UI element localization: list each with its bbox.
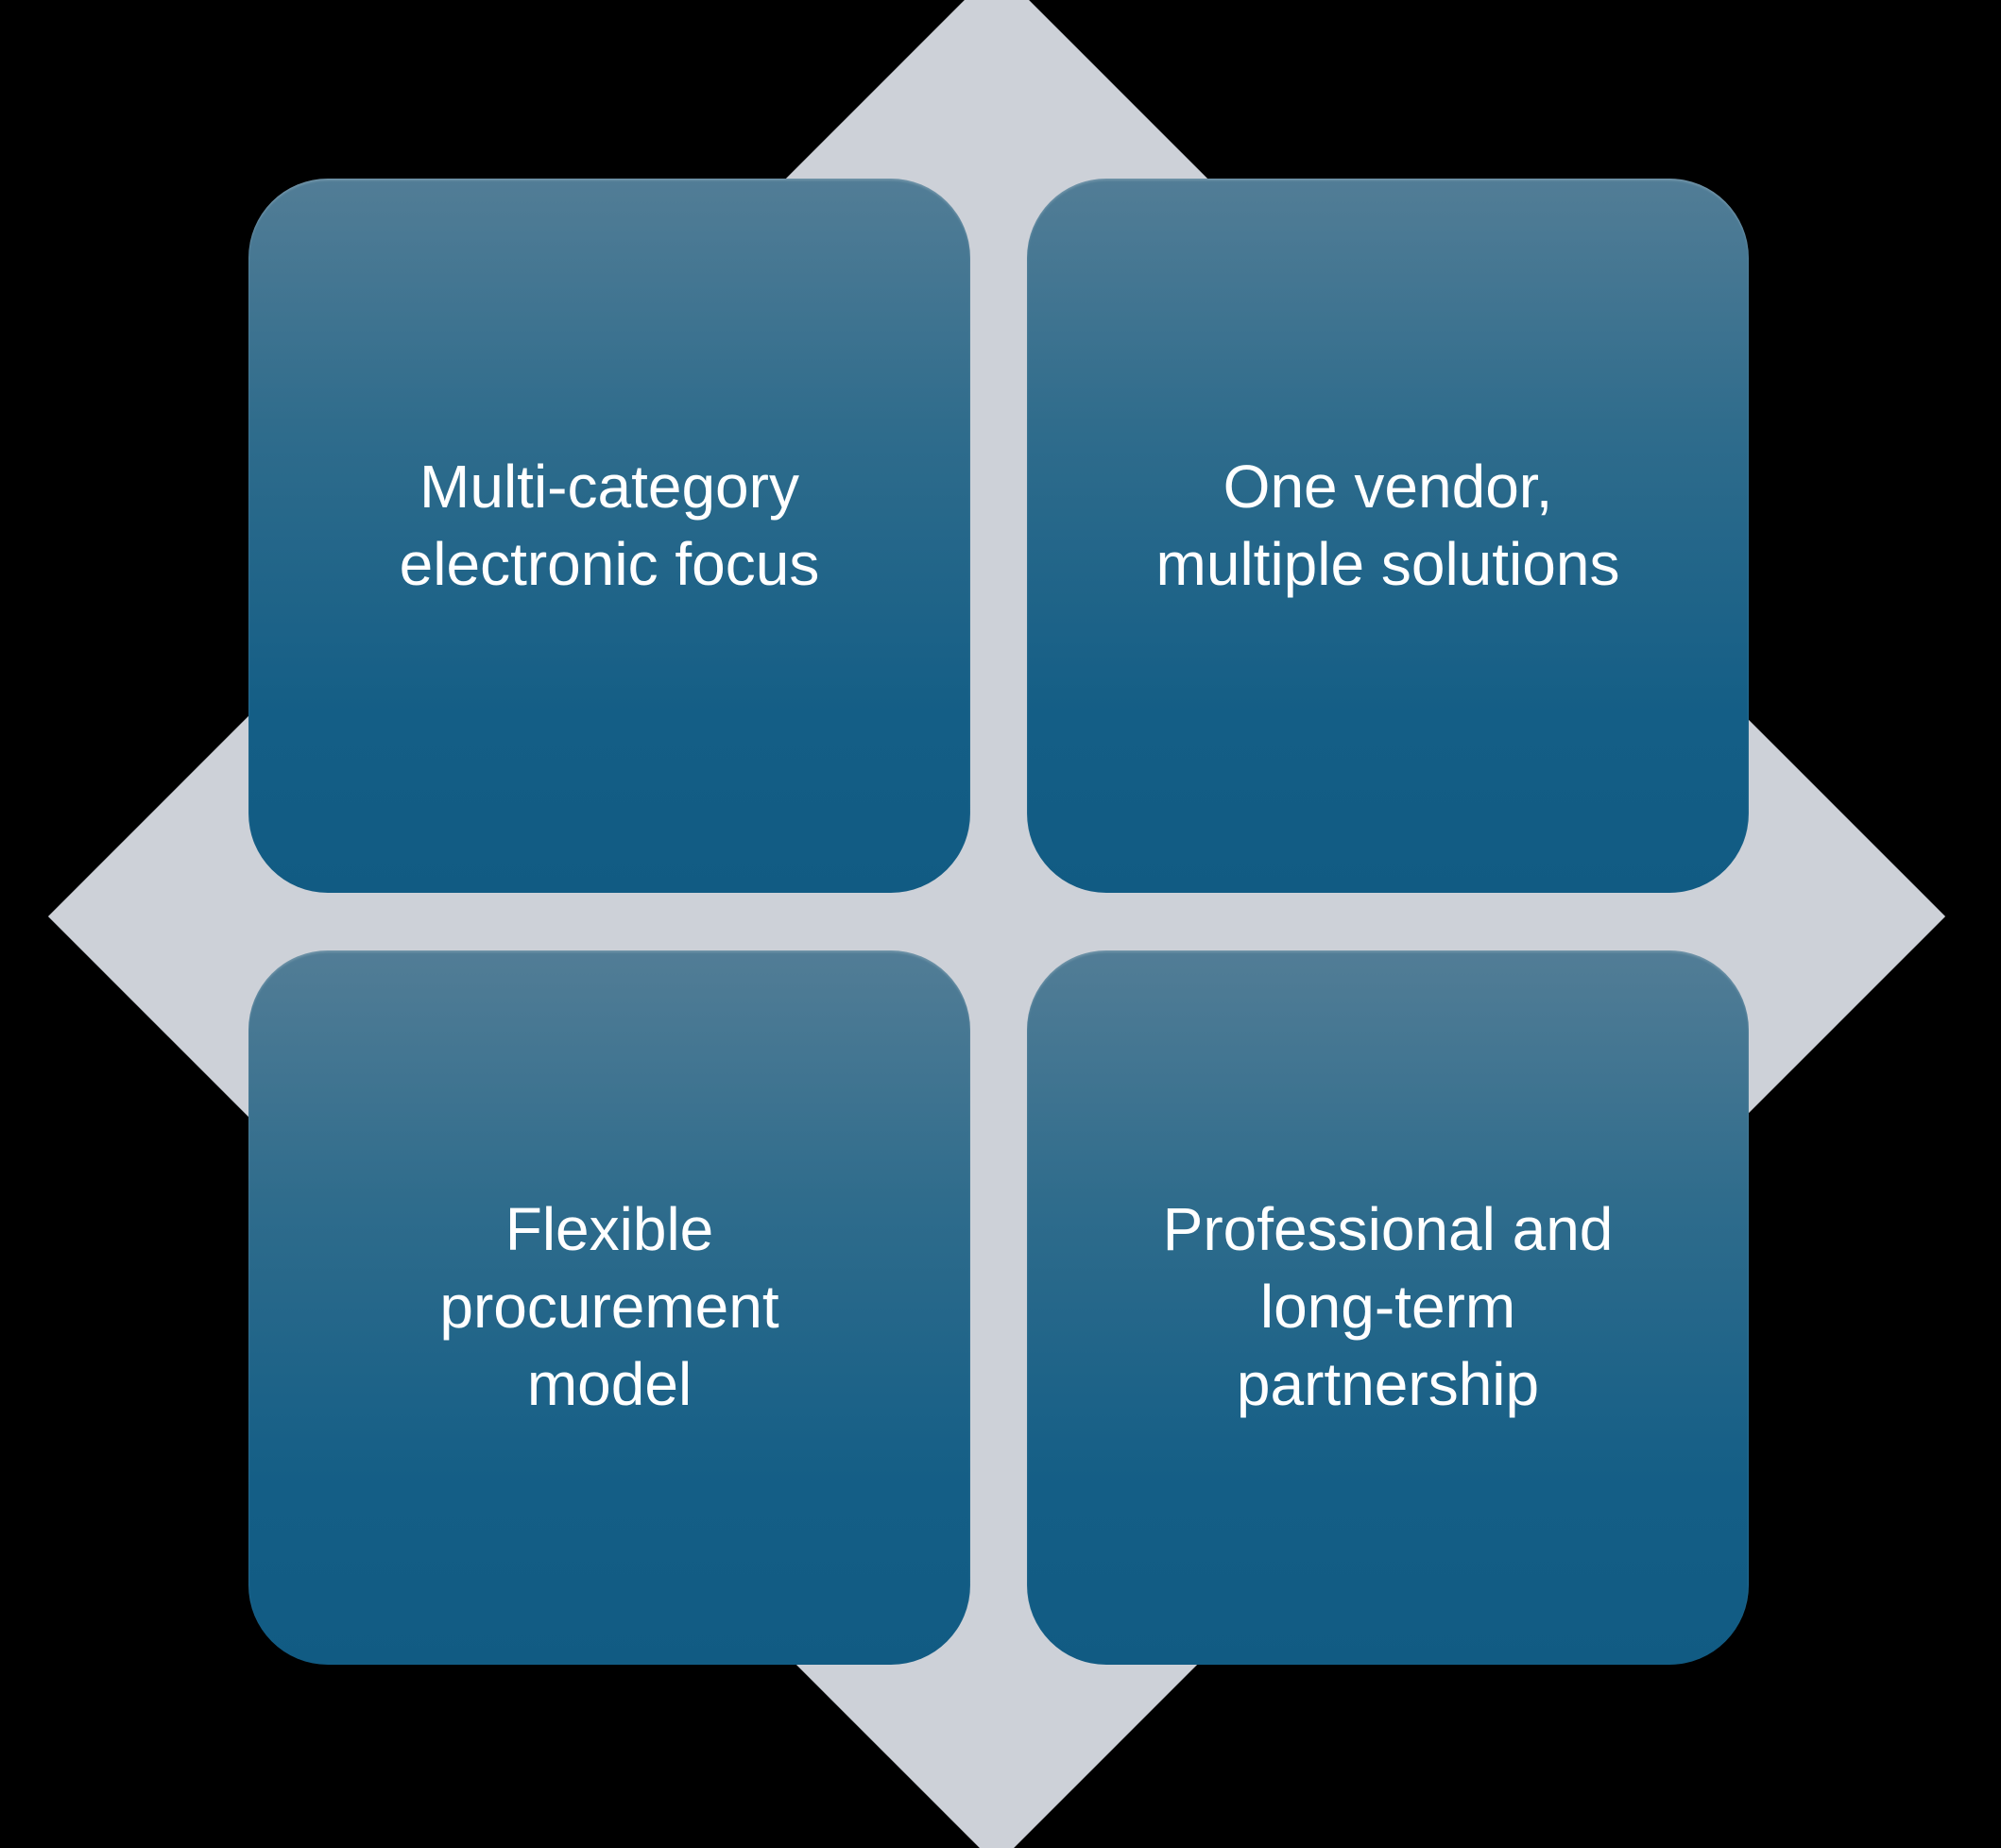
quadrant-bottom-right: Professional and long-term partnership — [1027, 950, 1749, 1665]
quadrant-bottom-left: Flexible procurement model — [248, 950, 970, 1665]
quadrant-top-right: One vendor, multiple solutions — [1027, 179, 1749, 893]
quadrant-bottom-left-label: Flexible procurement model — [439, 1195, 779, 1418]
quadrant-top-right-label: One vendor, multiple solutions — [1155, 453, 1620, 598]
quadrant-top-left-label: Multi-category electronic focus — [399, 453, 820, 598]
quadrant-top-left: Multi-category electronic focus — [248, 179, 970, 893]
quadrant-bottom-right-label: Professional and long-term partnership — [1162, 1195, 1614, 1418]
